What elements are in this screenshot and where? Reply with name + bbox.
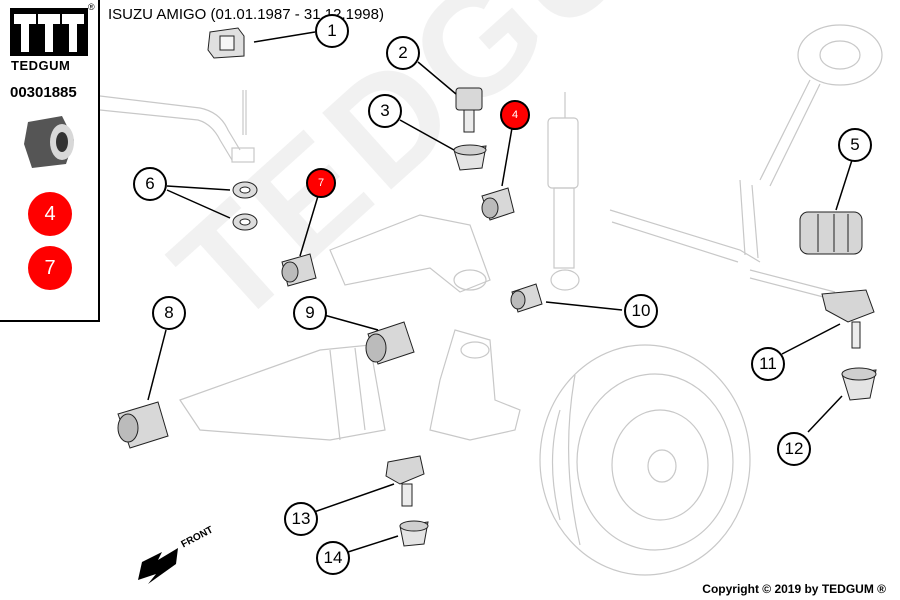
callout-10: 10 [624, 294, 658, 328]
upper-control-arm [329, 214, 491, 293]
callout-14: 14 [316, 541, 350, 575]
shock-upper [547, 117, 579, 189]
lower-control-arm [179, 344, 386, 441]
callout-12: 12 [777, 432, 811, 466]
part-10-shock-bushing [510, 283, 543, 313]
part-2-upper-ball-joint [455, 87, 483, 133]
callout-9: 9 [293, 296, 327, 330]
part-13-lower-ball-joint [385, 455, 425, 507]
part-6-stabilizer-washers [232, 181, 258, 231]
tedgum-logo [10, 8, 88, 56]
callout-1: 1 [315, 14, 349, 48]
leader-lines [147, 31, 853, 553]
front-arrow-icon [138, 548, 178, 584]
part-4-arm-bushing [481, 187, 515, 221]
callout-11: 11 [751, 347, 785, 381]
part-1-stabilizer-bushing [207, 27, 245, 59]
part-11-tie-rod-end [821, 289, 875, 349]
callout-6: 6 [133, 167, 167, 201]
stabilizer-link [231, 147, 255, 163]
vehicle-title: ISUZU AMIGO (01.01.1987 - 31.12.1998) [108, 6, 384, 23]
part-number: 00301885 [10, 84, 77, 101]
shock-lower [553, 187, 575, 269]
steering-wheel [797, 24, 883, 86]
highlight-badge: 4 [28, 192, 72, 236]
callout-4: 4 [500, 100, 530, 130]
callout-2: 2 [386, 36, 420, 70]
part-photo [24, 116, 74, 168]
callout-5: 5 [838, 128, 872, 162]
sidebar-panel: ® TEDGUM 00301885 4 7 [0, 0, 100, 322]
callout-7: 7 [306, 168, 336, 198]
part-9-lower-arm-bushing [365, 321, 415, 365]
callout-8: 8 [152, 296, 186, 330]
callout-13: 13 [284, 502, 318, 536]
tire [539, 344, 751, 576]
registered-mark: ® [88, 2, 95, 12]
part-8-lower-arm-bushing [117, 401, 169, 449]
highlight-badge: 7 [28, 246, 72, 290]
brand-name: TEDGUM [11, 58, 71, 73]
copyright: Copyright © 2019 by TEDGUM ® [702, 582, 886, 596]
part-5-bump-stop [799, 211, 863, 255]
part-14-dust-boot [399, 520, 429, 547]
steering-knuckle [429, 329, 521, 441]
callout-3: 3 [368, 94, 402, 128]
stabilizer-bar [99, 95, 241, 161]
part-12-dust-boot [841, 367, 877, 401]
part-3-dust-boot [453, 144, 487, 171]
part-7-arm-bushing [281, 253, 317, 287]
